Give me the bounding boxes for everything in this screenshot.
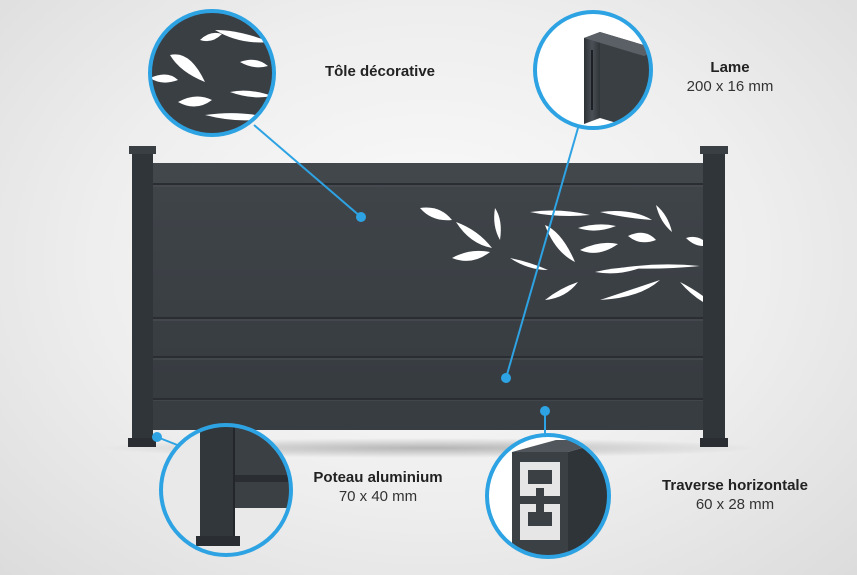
label-dimension: 200 x 16 mm — [686, 78, 774, 95]
label-dimension: 70 x 40 mm — [338, 488, 418, 505]
leaf-cutouts — [420, 205, 703, 302]
bottom-rail — [153, 401, 703, 430]
label-title: Tôle décorative — [324, 63, 436, 80]
label-title: Poteau aluminium — [313, 469, 443, 486]
right-post — [700, 146, 728, 447]
fence-panel — [153, 163, 703, 430]
label-dimension: 60 x 28 mm — [695, 496, 775, 513]
callout-traverse-horizontale — [485, 433, 611, 559]
callout-lame — [533, 10, 653, 130]
callout-tole-decorative — [148, 9, 276, 137]
label-lame: Lame 200 x 16 mm — [660, 58, 800, 96]
label-tole-decorative: Tôle décorative — [290, 62, 470, 81]
label-poteau-aluminium: Poteau aluminium 70 x 40 mm — [288, 468, 468, 506]
top-rail — [153, 163, 703, 184]
label-title: Lame — [710, 59, 750, 76]
left-post — [128, 146, 156, 447]
label-traverse-horizontale: Traverse horizontale 60 x 28 mm — [635, 476, 835, 514]
connector-lines — [152, 124, 579, 451]
label-title: Traverse horizontale — [662, 477, 808, 494]
